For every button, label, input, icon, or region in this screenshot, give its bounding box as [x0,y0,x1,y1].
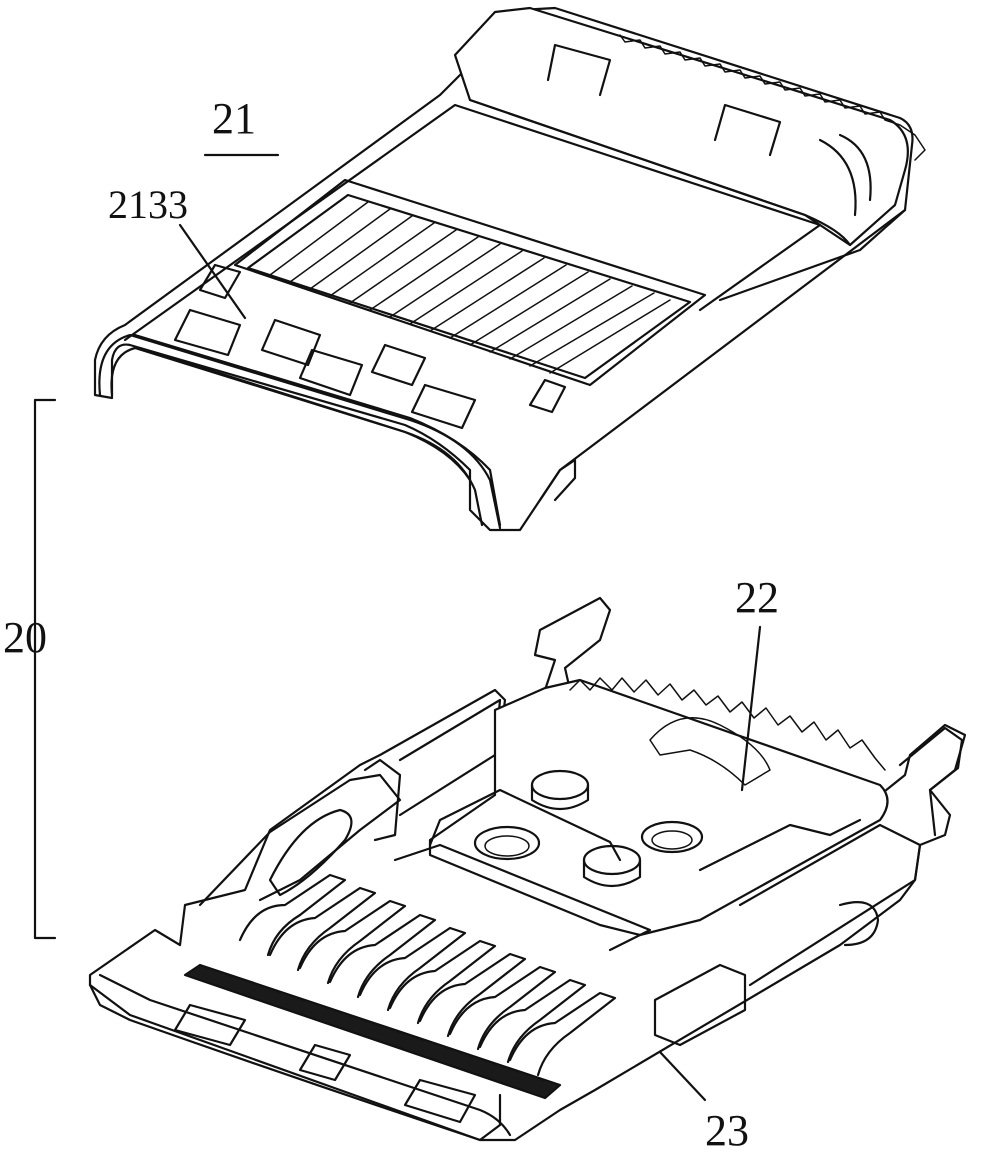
bottom-left-spring-slot [268,808,353,897]
label-22: 22 [735,573,779,622]
top-back-notch-2 [713,103,782,157]
label-21: 21 [212,94,256,143]
leader-23 [658,1050,707,1102]
top-shell-part [93,6,926,532]
insulator-hole-1-inner [484,835,530,857]
top-back-housing-curve [818,138,857,217]
leader-22 [740,625,762,792]
insulator-plate [428,678,889,937]
top-front-lip [98,333,502,530]
bracket-20 [33,398,57,940]
top-back-teeth [619,34,926,161]
insulator-hole-1 [473,825,541,861]
insulator-back-slots [649,717,771,786]
contact-row-base [183,963,562,1100]
bottom-left-post [363,758,402,842]
insulator-hole-2-inner [651,830,693,850]
insulator-post-2-side [582,858,642,888]
top-front-lip-inner [110,346,484,527]
bottom-right-latch [653,963,747,1047]
top-right-side-2 [718,208,907,302]
insulator-plate-step [428,788,622,862]
bottom-right-post [898,726,964,837]
top-window-inner [246,193,692,380]
label-23: 23 [705,1106,749,1155]
top-right-side [538,458,577,502]
contact-bed [393,843,652,952]
contact-springs [238,873,617,1077]
insulator-back-teeth [569,677,886,771]
top-window-frame [233,178,707,387]
insulator-plate-right-step [698,818,862,872]
bottom-shell-front-2 [98,973,512,1137]
top-front-tabs [173,263,567,430]
label-20: 20 [3,613,47,662]
bottom-assembly [88,596,967,1142]
insulator-post-1-side [530,783,590,811]
bottom-right-wall [738,823,922,987]
bottom-front-slots [173,1003,477,1124]
insulator-hole-2 [640,820,704,854]
top-back-housing-edge [468,98,852,247]
labels: 21 2133 20 22 23 [3,94,779,1155]
bottom-left-spring-arm [198,773,402,907]
bottom-right-round [838,901,880,947]
label-2133: 2133 [108,182,188,227]
leader-2133 [178,223,247,320]
top-back-notch-1 [546,43,612,97]
top-window-slots [269,201,671,374]
bottom-shell-front [88,983,502,1142]
top-back-housing-curve2 [838,133,872,202]
